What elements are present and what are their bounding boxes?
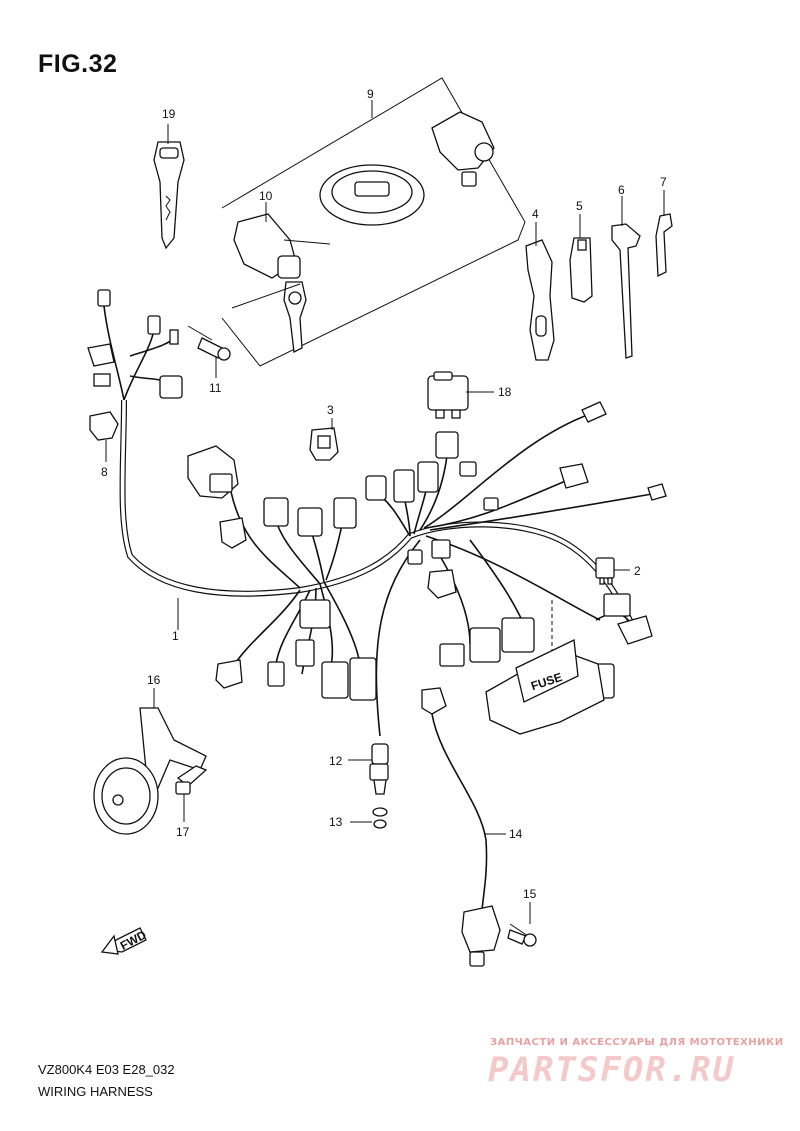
callout-5: 5 bbox=[576, 199, 583, 213]
callout-4: 4 bbox=[532, 207, 539, 221]
leader-lines bbox=[105, 124, 665, 924]
fwd-arrow-icon: FWD bbox=[100, 927, 149, 955]
switch-lead-14 bbox=[421, 687, 501, 967]
callout-9: 9 bbox=[367, 87, 374, 101]
callout-1: 1 bbox=[172, 629, 179, 643]
watermark-logo[interactable]: PARTSFOR.RU bbox=[488, 1050, 736, 1090]
callout-10: 10 bbox=[259, 189, 273, 203]
fwd-label: FWD bbox=[118, 928, 149, 953]
fuse-box: FUSE bbox=[485, 600, 605, 735]
clamp-parts bbox=[525, 213, 673, 361]
watermark-tagline: ЗАПЧАСТИ И АКСЕССУАРЫ ДЛЯ МОТОТЕХНИКИ bbox=[490, 1037, 784, 1048]
callout-7: 7 bbox=[660, 175, 667, 189]
callout-numbers: 19 9 10 4 5 6 7 11 3 18 8 2 1 16 12 13 1… bbox=[101, 87, 667, 901]
figure-label: FIG.32 bbox=[38, 50, 118, 78]
callout-6: 6 bbox=[618, 183, 625, 197]
callout-18: 18 bbox=[498, 385, 512, 399]
callout-19: 19 bbox=[162, 107, 176, 121]
fuse-2 bbox=[595, 557, 615, 585]
callout-15: 15 bbox=[523, 887, 537, 901]
callout-16: 16 bbox=[147, 673, 161, 687]
sensor-12 bbox=[369, 743, 389, 829]
bolt-15 bbox=[507, 923, 537, 947]
lock-set-group bbox=[221, 77, 526, 367]
key-part bbox=[153, 141, 185, 250]
callout-2: 2 bbox=[634, 564, 641, 578]
callout-8: 8 bbox=[101, 465, 108, 479]
model-code: VZ800K4 E03 E28_032 bbox=[38, 1062, 175, 1077]
callout-3: 3 bbox=[327, 403, 334, 417]
connector-3 bbox=[309, 427, 339, 461]
relay-18 bbox=[427, 371, 469, 419]
callout-14: 14 bbox=[509, 827, 523, 841]
callout-13: 13 bbox=[329, 815, 343, 829]
main-harness bbox=[103, 305, 653, 737]
callout-12: 12 bbox=[329, 754, 343, 768]
callout-17: 17 bbox=[176, 825, 190, 839]
section-title: WIRING HARNESS bbox=[38, 1084, 153, 1099]
horn-16 bbox=[93, 707, 208, 835]
screw-11 bbox=[187, 325, 231, 361]
callout-11: 11 bbox=[209, 381, 222, 395]
